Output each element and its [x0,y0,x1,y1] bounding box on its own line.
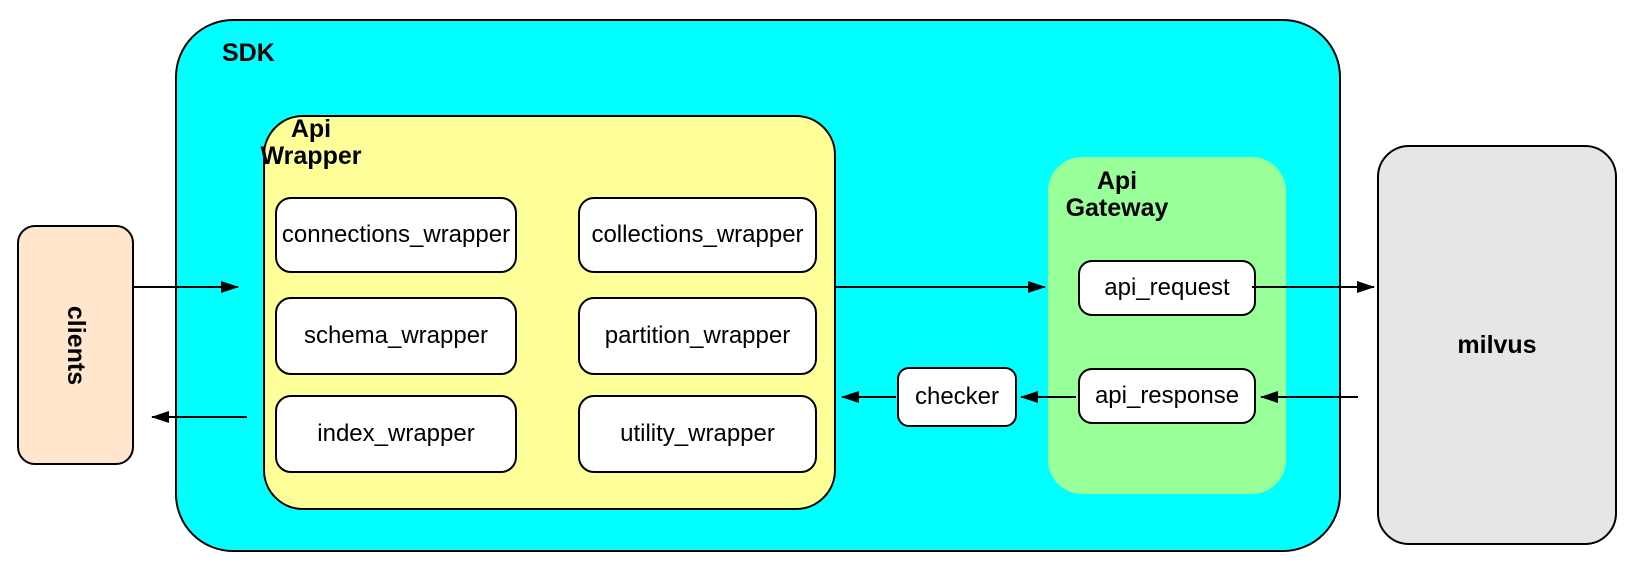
box-schema-wrapper: schema_wrapper [275,297,517,375]
box-connections-wrapper: connections_wrapper [275,197,517,273]
box-api-response: api_response [1078,368,1256,424]
box-utility-wrapper: utility_wrapper [578,395,817,473]
clients-label: clients [61,305,90,385]
api-gateway-container [1048,157,1286,494]
api-wrapper-label-line1: Api [290,115,332,143]
api-wrapper-label: Api Wrapper [250,116,372,170]
box-partition-wrapper: partition_wrapper [578,297,817,375]
box-collections-wrapper: collections_wrapper [578,197,817,273]
sdk-label: SDK [222,39,275,67]
api-gateway-label-line1: Api [1096,167,1138,195]
box-index-wrapper: index_wrapper [275,395,517,473]
api-wrapper-label-line2: Wrapper [260,142,362,170]
api-gateway-label-line2: Gateway [1065,194,1169,222]
box-api-request: api_request [1078,260,1256,316]
clients-box: clients [17,225,134,465]
milvus-box: milvus [1377,145,1617,545]
box-checker: checker [897,367,1017,427]
api-gateway-label: Api Gateway [1056,168,1178,222]
